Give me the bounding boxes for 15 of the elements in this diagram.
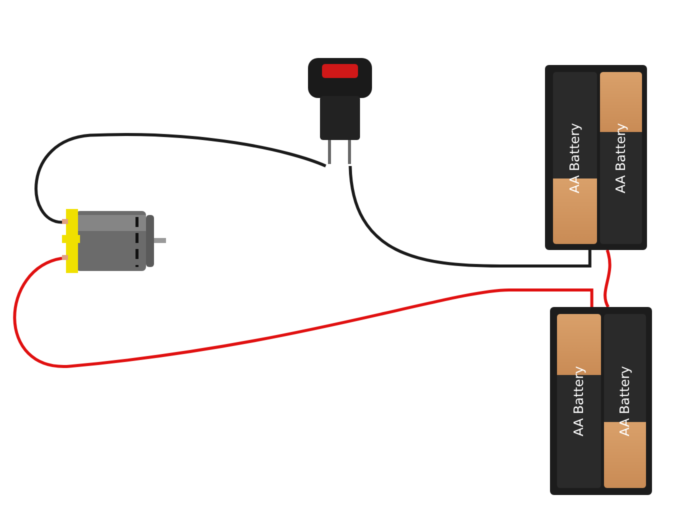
battery-label: AA Battery bbox=[618, 366, 632, 436]
aa-battery bbox=[604, 314, 646, 488]
wire bbox=[34, 133, 326, 224]
wire bbox=[13, 256, 594, 368]
battery-label: AA Battery bbox=[568, 122, 582, 194]
wire bbox=[604, 250, 612, 308]
aa-battery bbox=[557, 314, 601, 488]
battery-label: AA Battery bbox=[614, 122, 628, 194]
battery-label: AA Battery bbox=[572, 366, 586, 436]
wire bbox=[348, 166, 592, 268]
battery-holder bbox=[545, 65, 647, 250]
aa-battery bbox=[553, 72, 597, 244]
push-button-switch-drawing bbox=[306, 56, 374, 166]
aa-battery bbox=[600, 72, 642, 244]
battery-holder bbox=[550, 307, 652, 495]
